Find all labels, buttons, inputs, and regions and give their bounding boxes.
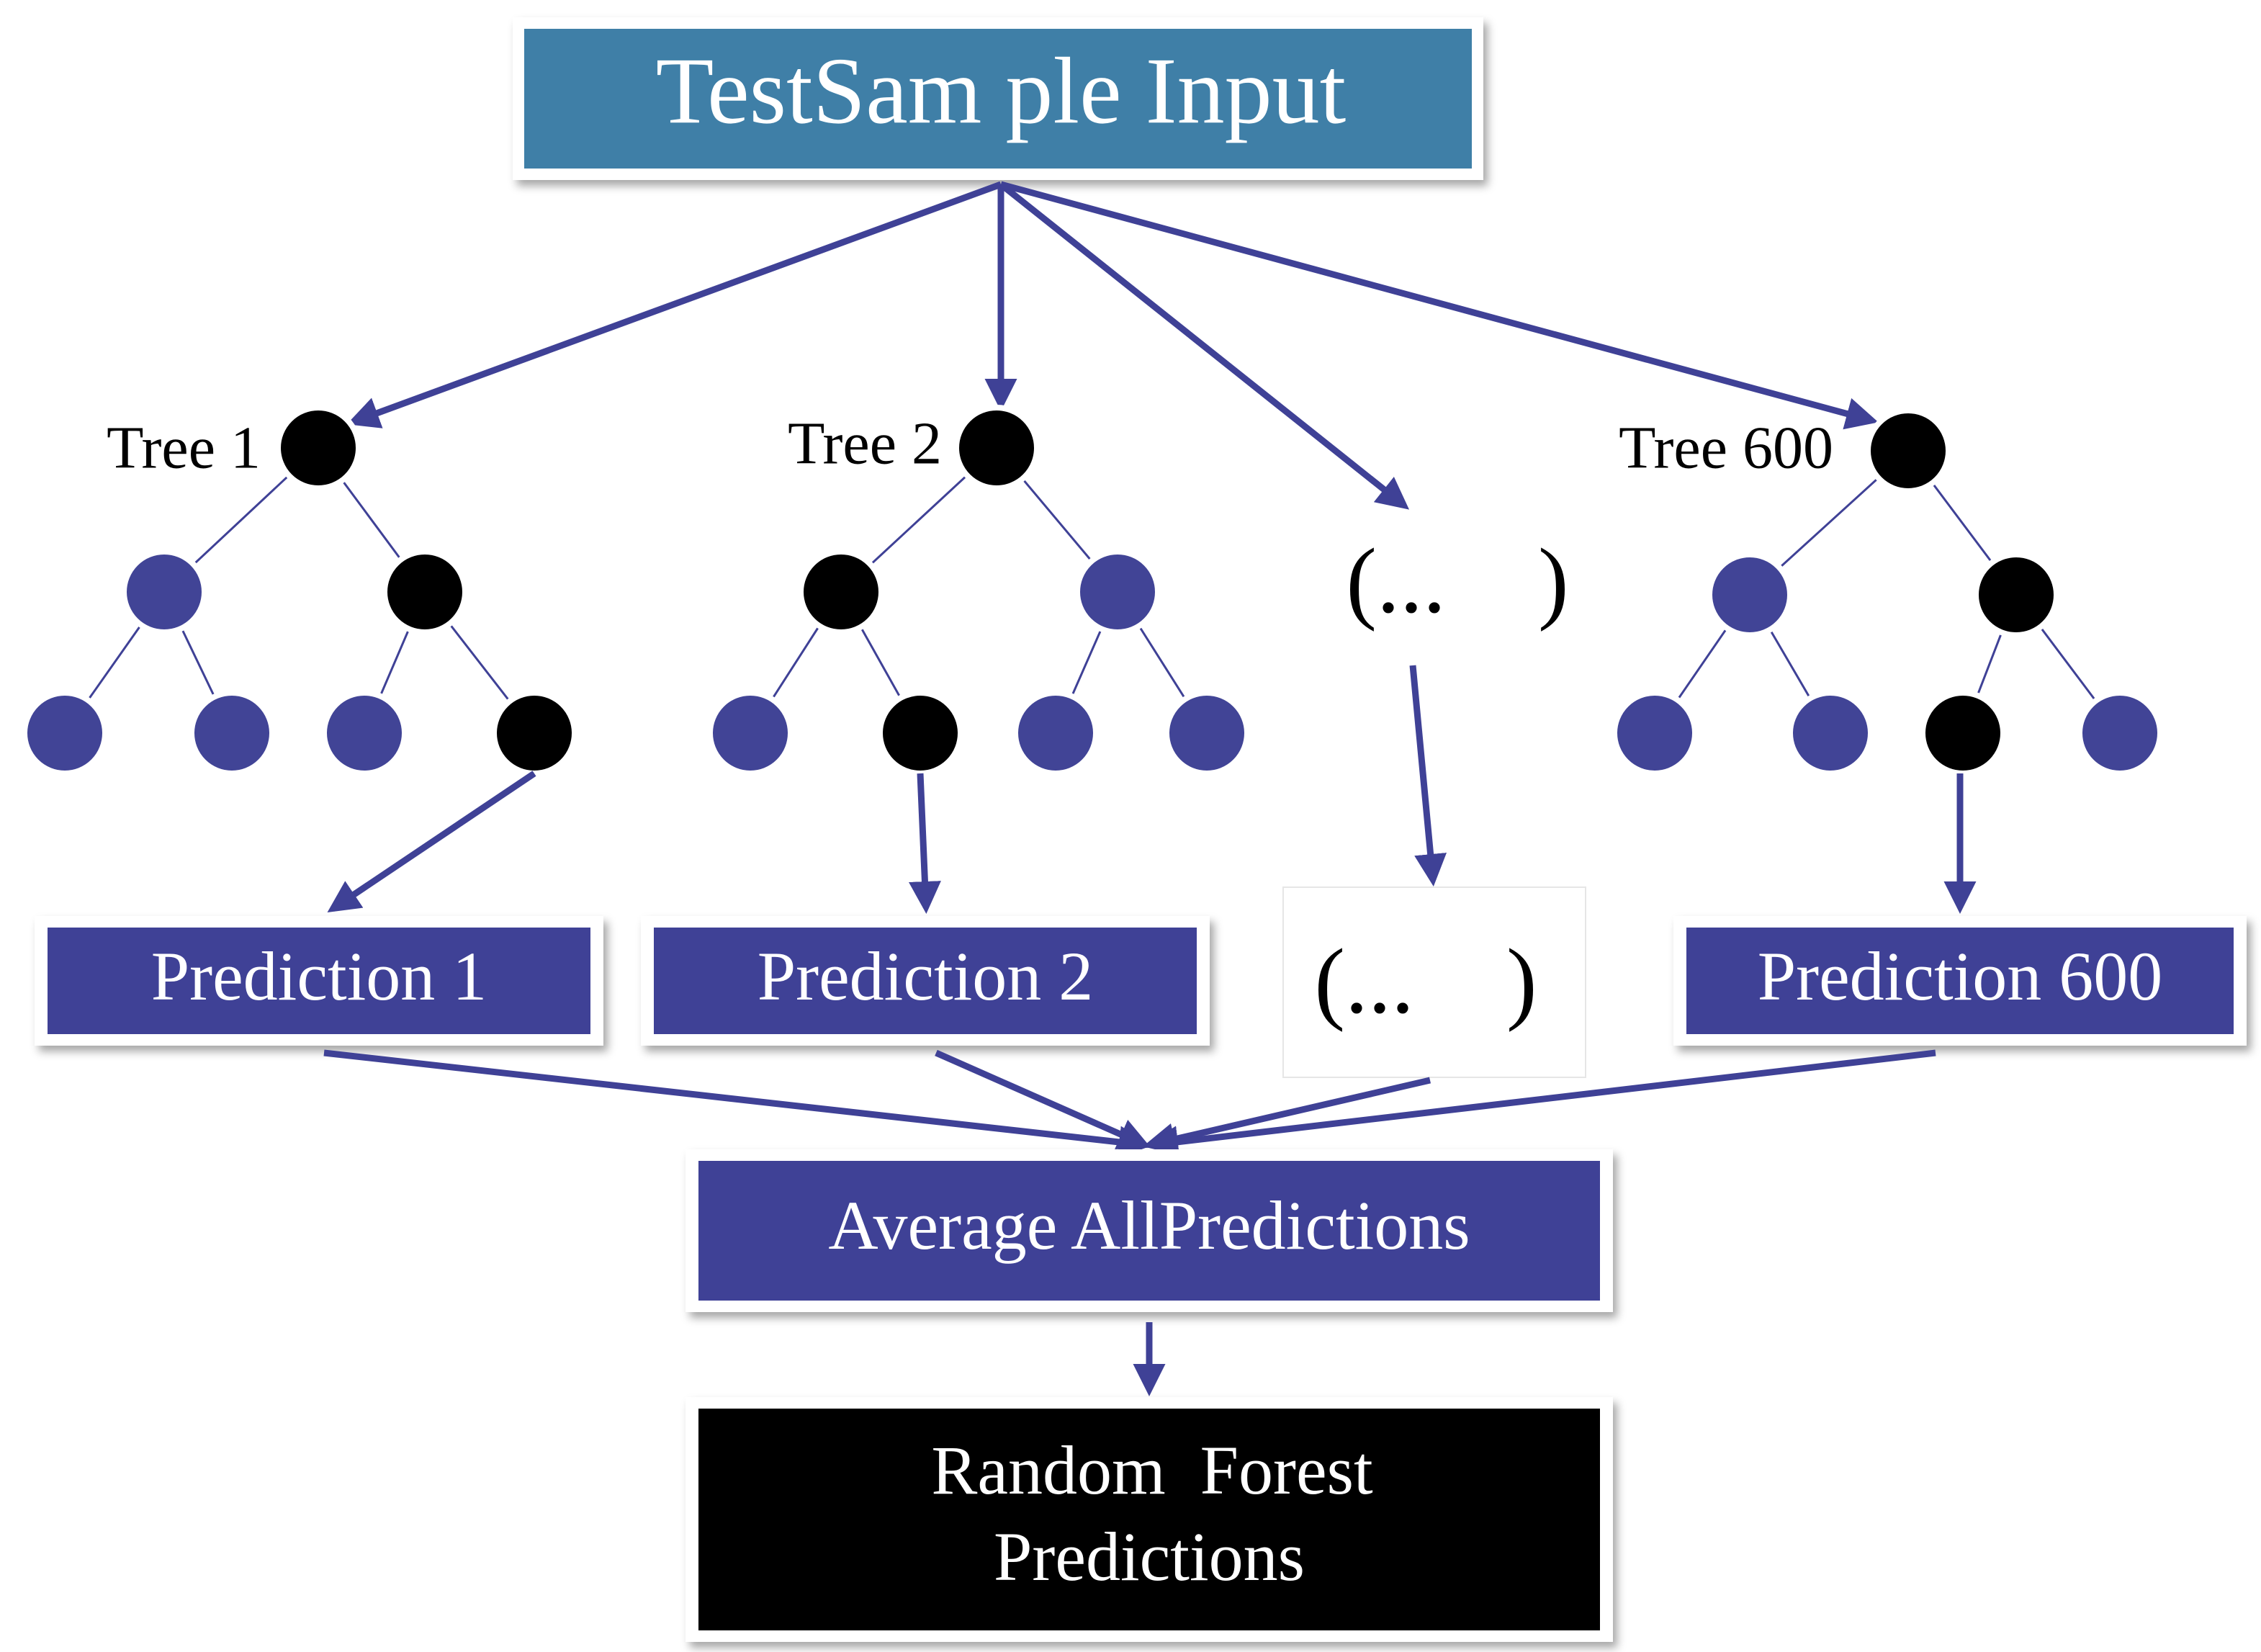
prediction-2-label: Prediction 2: [758, 938, 1094, 1015]
tree-600-node: [1707, 552, 1793, 638]
tree-2-leaf: [1012, 690, 1099, 776]
arrow-to-prediction-2: [908, 773, 941, 914]
average-box: Average AllPredictions: [686, 1149, 1613, 1312]
input-arrows: [346, 181, 1879, 510]
tree-2-node: [798, 549, 884, 635]
tree-600: Tree 600: [1612, 408, 2163, 776]
tree-2-leaf: [877, 690, 963, 776]
tree-600-label: Tree 600: [1619, 414, 1833, 481]
tree-1-leaf: [22, 690, 108, 776]
output-box-line-2: Predictions: [994, 1518, 1305, 1595]
tree-1-root-node: [275, 405, 361, 491]
output-box: Random Forest Predictions: [686, 1397, 1613, 1642]
tree-2: Tree 2: [707, 405, 1250, 776]
prediction-1-label: Prediction 1: [151, 938, 487, 1015]
tree-2-root-node: [953, 405, 1040, 491]
prediction-600-box: Prediction 600: [1673, 916, 2247, 1046]
tree-1: Tree 1: [22, 405, 577, 776]
prediction-ellipsis: (... ): [1314, 930, 1537, 1032]
output-box-line-1: Random Forest: [931, 1432, 1373, 1509]
arrow-to-ellipsis-prediction: [1409, 665, 1447, 886]
input-box-label: TestSam ple Input: [656, 37, 1347, 143]
tree-600-leaf: [1612, 690, 1698, 776]
arrow-from-prediction-1: [323, 1049, 1151, 1159]
prediction-1-box: Prediction 1: [35, 916, 603, 1046]
tree-1-node: [121, 549, 207, 635]
prediction-2-box: Prediction 2: [641, 916, 1210, 1046]
tree-600-leaf: [2077, 690, 2163, 776]
middle-ellipsis: (... ): [1346, 529, 1568, 632]
tree-2-node: [1074, 549, 1161, 635]
tree-2-leaf: [707, 690, 794, 776]
tree-2-label: Tree 2: [788, 410, 942, 477]
arrow-to-ellipsis: [999, 181, 1410, 510]
tree-600-root-node: [1865, 408, 1951, 494]
tree-1-label: Tree 1: [107, 414, 261, 481]
arrow-to-tree-1: [346, 181, 1002, 428]
tree-600-node: [1973, 552, 2059, 638]
tree-1-leaf: [189, 690, 275, 776]
average-box-label: Average AllPredictions: [828, 1187, 1470, 1264]
tree-600-leaf: [1920, 690, 2006, 776]
tree-1-node: [382, 549, 468, 635]
prediction-ellipsis-box: (... ): [1282, 886, 1586, 1078]
arrow-from-ellipsis: [1143, 1077, 1431, 1155]
input-box: TestSam ple Input: [513, 17, 1483, 180]
arrow-to-tree-600: [999, 181, 1879, 430]
leaf-arrows: [327, 665, 1977, 914]
converge-arrows: [323, 1049, 1936, 1159]
tree-1-leaf: [491, 690, 577, 776]
tree-1-leaf: [321, 690, 408, 776]
arrow-from-prediction-600: [1146, 1049, 1936, 1159]
arrow-to-prediction-1: [327, 771, 536, 913]
arrow-from-prediction-2: [935, 1049, 1151, 1150]
tree-2-leaf: [1164, 690, 1250, 776]
prediction-600-label: Prediction 600: [1758, 938, 2163, 1015]
tree-600-leaf: [1787, 690, 1874, 776]
